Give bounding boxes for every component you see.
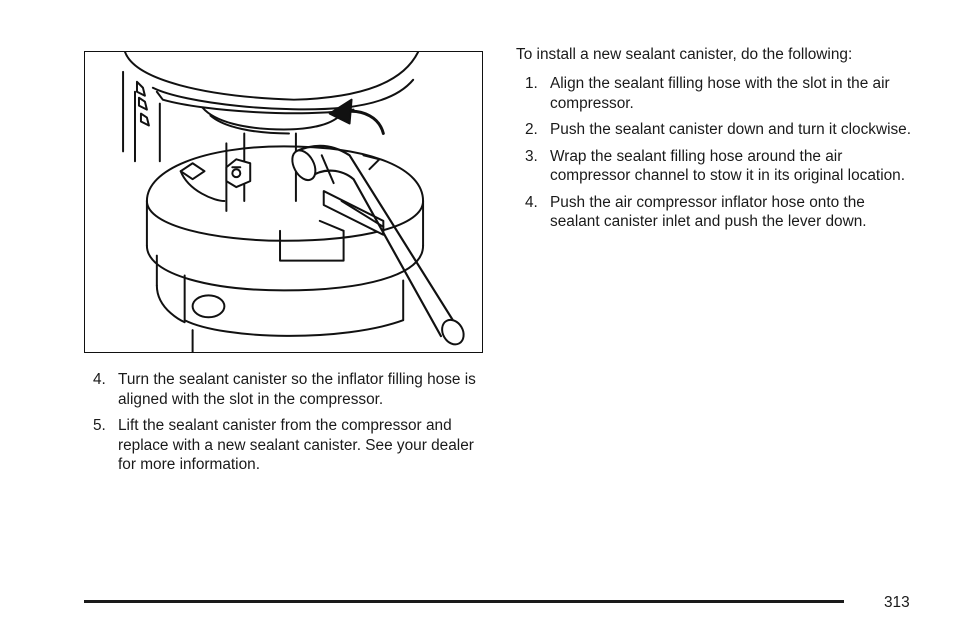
list-item: 4. Turn the sealant canister so the infl…	[84, 370, 484, 409]
list-item: 5. Lift the sealant canister from the co…	[84, 416, 484, 475]
step-text: Push the sealant canister down and turn …	[550, 121, 912, 138]
install-steps-list: 1. Align the sealant filling hose with t…	[516, 74, 916, 239]
step-text: Turn the sealant canister so the inflato…	[118, 371, 476, 408]
install-intro: To install a new sealant canister, do th…	[516, 46, 853, 63]
step-number: 4.	[525, 193, 538, 211]
list-item: 4. Push the air compressor inflator hose…	[516, 193, 916, 232]
step-number: 4.	[93, 371, 106, 388]
list-item: 2. Push the sealant canister down and tu…	[516, 120, 916, 140]
step-number: 5.	[93, 417, 106, 434]
step-number: 3.	[525, 147, 538, 165]
footer-rule	[84, 600, 844, 603]
list-item: 1. Align the sealant filling hose with t…	[516, 74, 916, 113]
step-text: Push the air compressor inflator hose on…	[550, 193, 867, 231]
page-number: 313	[884, 594, 910, 611]
step-text: Align the sealant filling hose with the …	[550, 75, 890, 112]
step-text: Lift the sealant canister from the compr…	[118, 417, 474, 473]
step-number: 2.	[525, 121, 538, 138]
step-number: 1.	[525, 75, 538, 92]
list-item: 3. Wrap the sealant filling hose around …	[516, 147, 916, 186]
removal-steps-list: 4. Turn the sealant canister so the infl…	[84, 370, 484, 482]
step-text: Wrap the sealant filling hose around the…	[550, 147, 906, 185]
compressor-canister-illustration	[122, 52, 465, 352]
compressor-illustration	[84, 51, 483, 353]
